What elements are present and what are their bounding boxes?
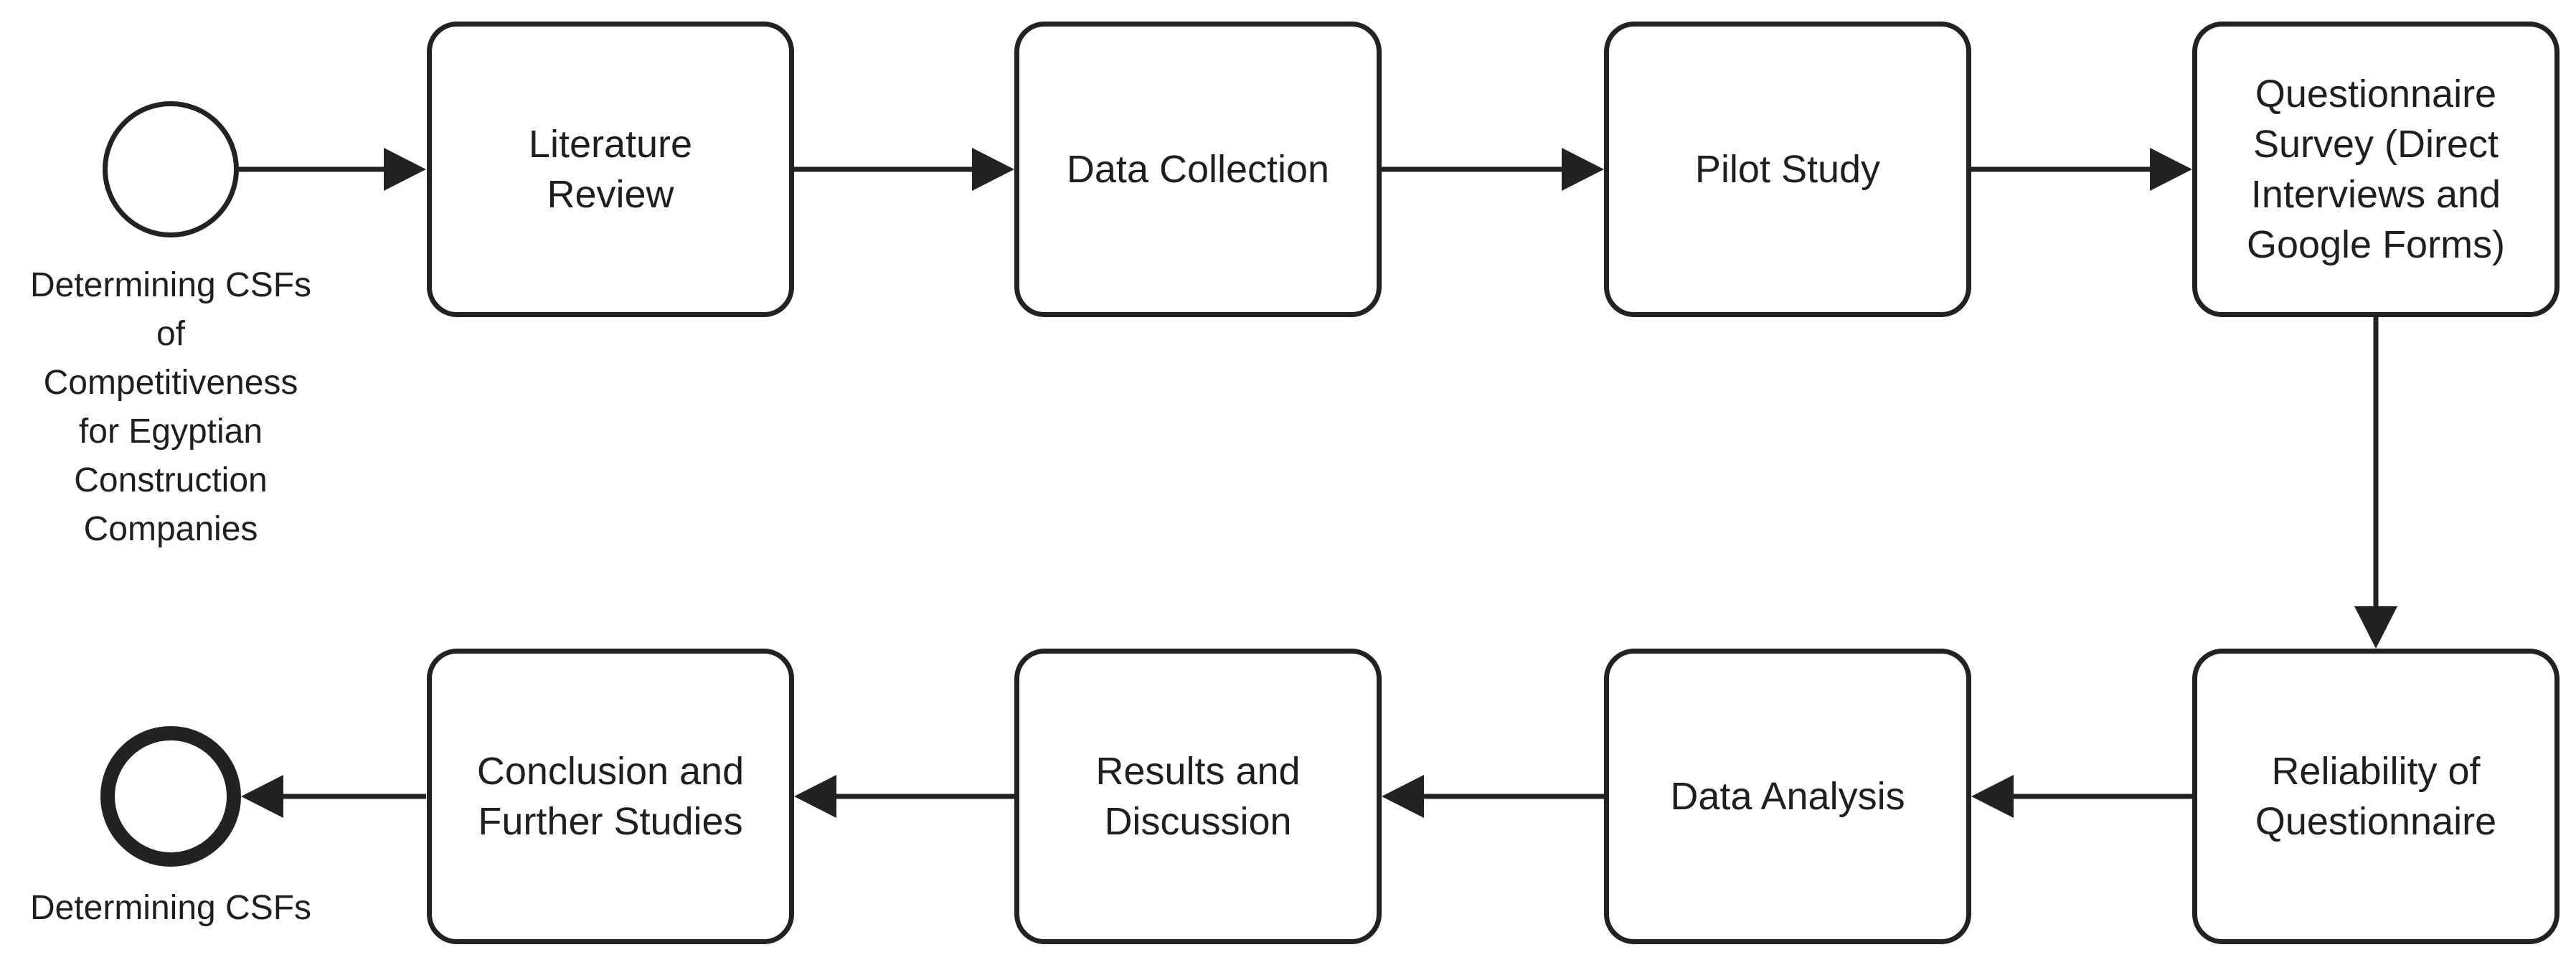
step-data-collection: Data Collection [1014, 22, 1382, 317]
arrow-start-to-literature-review [239, 148, 426, 191]
step-label: Data Analysis [1670, 775, 1905, 818]
step-label: Data Collection [1066, 148, 1330, 191]
step-conclusion-and-further-studies: Conclusion and Further Studies [427, 649, 794, 944]
arrow-data-collection-to-pilot-study [1382, 148, 1604, 191]
step-label: Pilot Study [1694, 148, 1881, 191]
arrow-questionnaire-survey-to-reliability [2354, 317, 2397, 649]
end-event [100, 726, 241, 867]
arrow-data-analysis-to-results [1382, 775, 1604, 818]
step-questionnaire-survey: Questionnaire Survey (Direct Interviews … [2192, 22, 2560, 317]
step-label: Conclusion and Further Studies [476, 750, 745, 843]
arrow-results-to-conclusion [794, 775, 1014, 818]
step-literature-review: Literature Review [427, 22, 794, 317]
step-results-and-discussion: Results and Discussion [1014, 649, 1382, 944]
end-event-label: Determining CSFs [29, 889, 312, 927]
step-pilot-study: Pilot Study [1604, 22, 1971, 317]
start-event-label: Determining CSFs of Competitiveness for … [29, 266, 312, 548]
start-event [103, 101, 239, 237]
step-data-analysis: Data Analysis [1604, 649, 1971, 944]
step-label: Questionnaire Survey (Direct Interviews … [2246, 72, 2506, 266]
step-label: Literature Review [528, 123, 693, 216]
arrow-conclusion-to-end [241, 775, 426, 818]
step-label: Results and Discussion [1095, 750, 1301, 843]
arrow-literature-review-to-data-collection [794, 148, 1014, 191]
step-label: Reliability of Questionnaire [2255, 750, 2497, 843]
step-reliability-of-questionnaire: Reliability of Questionnaire [2192, 649, 2560, 944]
arrow-reliability-to-data-analysis [1971, 775, 2192, 818]
arrow-pilot-study-to-questionnaire-survey [1971, 148, 2192, 191]
